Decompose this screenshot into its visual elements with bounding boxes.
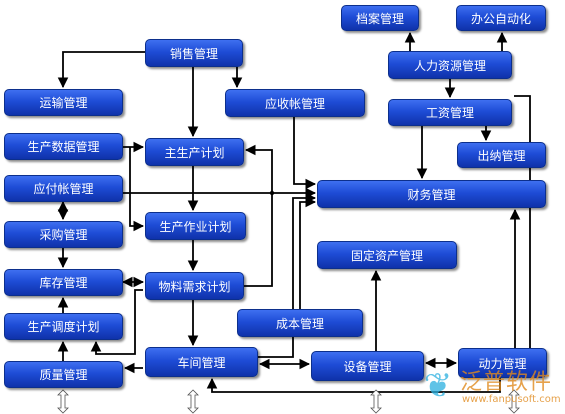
node-label: 档案管理 (355, 11, 404, 26)
connector-power-to-payroll-link (514, 95, 531, 348)
node-label: 运输管理 (39, 96, 88, 110)
node-payable[interactable]: 应付帐管理 (4, 175, 123, 202)
connector-mrp-to-master-plan (244, 144, 273, 287)
node-master-plan[interactable]: 主生产计划 (145, 138, 244, 166)
connector-cost-to-finance (299, 196, 317, 309)
node-cost[interactable]: 成本管理 (237, 309, 363, 337)
node-archive[interactable]: 档案管理 (341, 5, 419, 31)
node-label: 车间管理 (177, 355, 226, 370)
connector-sales-to-transport (57, 51, 145, 89)
node-label: 生产调度计划 (27, 320, 100, 334)
node-sales[interactable]: 销售管理 (145, 39, 243, 67)
node-label: 主生产计划 (164, 145, 225, 160)
node-equipment[interactable]: 设备管理 (311, 351, 424, 381)
connector-mrp-to-dispatch (90, 289, 143, 355)
node-label: 采购管理 (39, 228, 88, 242)
external-link-arrow-4 (508, 389, 520, 414)
node-dispatch-plan[interactable]: 生产调度计划 (4, 313, 123, 340)
node-label: 出纳管理 (477, 148, 526, 163)
node-cashier[interactable]: 出纳管理 (457, 142, 546, 168)
node-quality[interactable]: 质量管理 (4, 361, 123, 388)
node-label: 应收帐管理 (264, 96, 325, 111)
node-label: 工资管理 (425, 106, 474, 120)
node-finance[interactable]: 财务管理 (317, 180, 546, 208)
node-label: 物料需求计划 (158, 279, 231, 294)
node-inventory[interactable]: 库存管理 (4, 269, 123, 296)
node-purchase[interactable]: 采购管理 (4, 221, 123, 248)
connector-workshop-to-finance (258, 192, 317, 358)
node-label: 设备管理 (343, 359, 392, 374)
connector-receivable-to-finance (293, 117, 317, 190)
node-production-data[interactable]: 生产数据管理 (4, 133, 123, 160)
node-payroll[interactable]: 工资管理 (388, 99, 512, 126)
node-label: 质量管理 (39, 368, 88, 382)
node-office-automation[interactable]: 办公自动化 (456, 5, 546, 31)
node-transport[interactable]: 运输管理 (4, 89, 123, 116)
node-hr[interactable]: 人力资源管理 (388, 51, 512, 79)
node-label: 动力管理 (478, 356, 527, 371)
external-link-arrow-1 (57, 389, 69, 414)
connector-power-to-workshop (206, 377, 501, 393)
external-link-arrow-3 (370, 389, 382, 414)
node-label: 人力资源管理 (413, 58, 486, 73)
node-label: 应付帐管理 (33, 182, 94, 196)
node-mrp[interactable]: 物料需求计划 (145, 272, 244, 300)
node-production-work-plan[interactable]: 生产作业计划 (145, 212, 246, 240)
node-receivable[interactable]: 应收帐管理 (225, 89, 365, 117)
node-label: 固定资产管理 (350, 248, 423, 263)
junction-dot (269, 190, 275, 196)
node-label: 生产数据管理 (27, 140, 100, 154)
node-label: 销售管理 (169, 46, 218, 61)
node-fixed-assets[interactable]: 固定资产管理 (317, 241, 457, 269)
node-workshop[interactable]: 车间管理 (145, 347, 258, 377)
external-link-arrow-2 (187, 389, 199, 414)
node-label: 财务管理 (407, 187, 456, 202)
node-power[interactable]: 动力管理 (458, 348, 547, 378)
node-label: 库存管理 (39, 276, 88, 290)
connector-prod-data-to-work-plan (129, 147, 145, 232)
node-label: 成本管理 (275, 316, 324, 331)
node-label: 办公自动化 (470, 11, 531, 26)
node-label: 生产作业计划 (159, 219, 232, 234)
